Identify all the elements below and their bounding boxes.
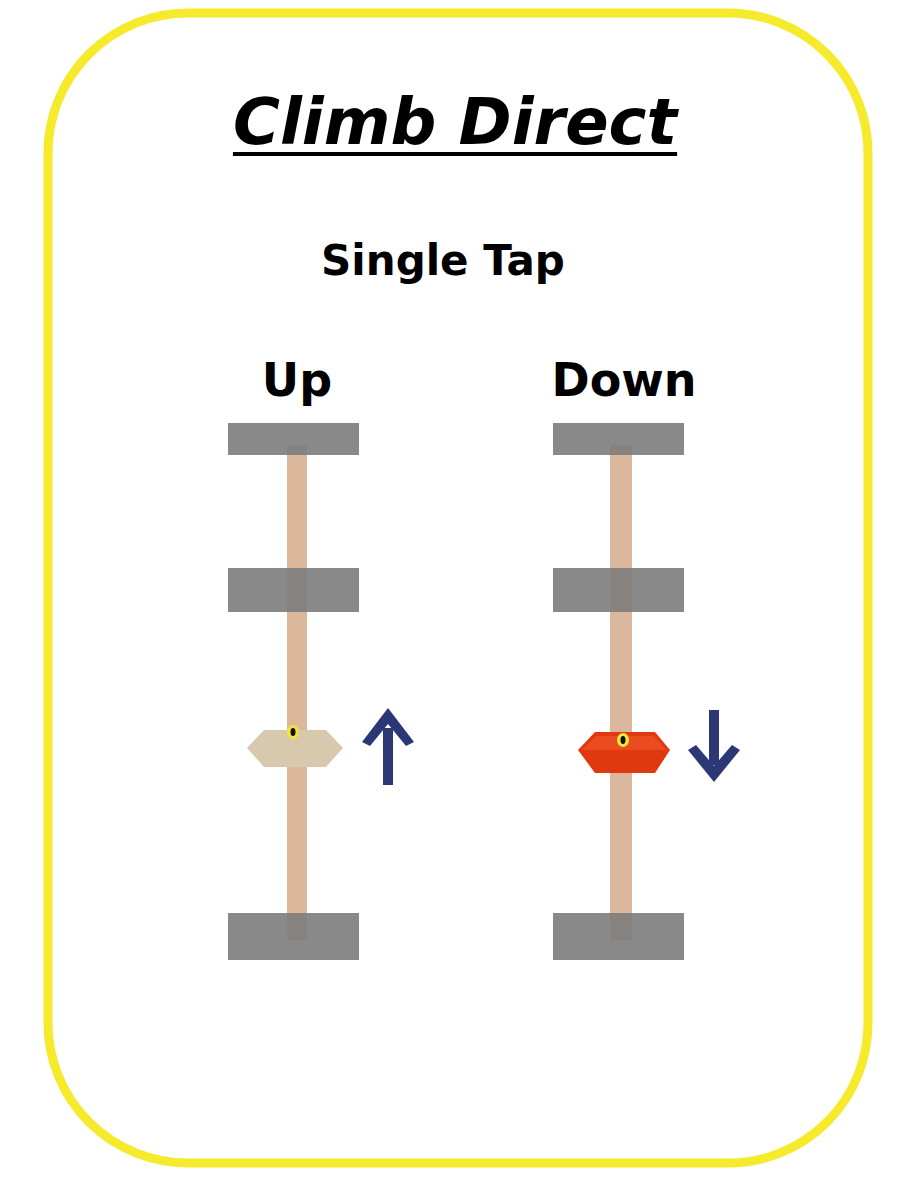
red-lure	[578, 732, 670, 773]
right-ladder	[553, 423, 740, 960]
left-ladder	[228, 423, 414, 960]
up-arrow	[362, 708, 414, 785]
title: Climb Direct	[233, 85, 677, 159]
column-label: Down	[551, 353, 696, 407]
down-arrow	[688, 710, 740, 782]
mode-label: Single Tap	[321, 236, 565, 285]
column-label: Up	[262, 353, 332, 407]
card-border	[48, 13, 868, 1163]
